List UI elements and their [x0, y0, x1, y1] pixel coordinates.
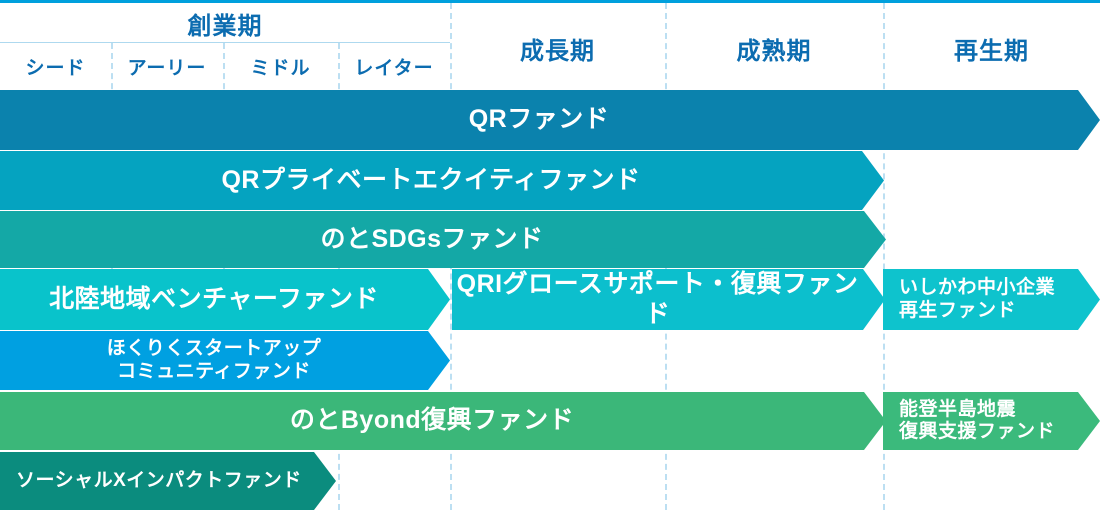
- fund-bar-noto-byond-reconstruction-fund[interactable]: のとByond復興ファンド: [0, 392, 886, 450]
- fund-bar-label: ソーシャルXインパクトファンド: [16, 469, 302, 491]
- stage-column-label-2: ミドル: [250, 58, 311, 79]
- fund-bar-noto-sdgs-fund[interactable]: のとSDGsファンド: [0, 211, 886, 268]
- fund-bar-label: いしかわ中小企業 再生ファンド: [899, 277, 1056, 321]
- column-divider-5: [883, 3, 885, 510]
- fund-bar-qri-growth-support-reconstruction-fund[interactable]: QRIグロースサポート・復興ファンド: [452, 269, 885, 330]
- stage-column-label-0: シード: [25, 58, 86, 79]
- fund-bar-label: QRプライベートエクイティファンド: [221, 165, 641, 194]
- fund-bar-label: QRファンド: [468, 105, 610, 134]
- stage-column-label-3: レイター: [354, 58, 434, 79]
- fund-bar-noto-peninsula-earthquake-recovery-support-fund[interactable]: 能登半島地震 復興支援ファンド: [883, 392, 1100, 450]
- stage-group-label-0: 創業期: [187, 13, 263, 40]
- stage-column-label-1: アーリー: [127, 58, 207, 79]
- top-accent-rule: [0, 0, 1100, 3]
- fund-bar-label: ほくりくスタートアップ コミュニティファンド: [106, 338, 322, 382]
- fund-bar-label: 北陸地域ベンチャーファンド: [49, 284, 379, 313]
- fund-bar-label: 能登半島地震 復興支援ファンド: [899, 398, 1056, 442]
- fund-bar-qr-private-equity-fund[interactable]: QRプライベートエクイティファンド: [0, 151, 884, 210]
- fund-bar-qr-fund[interactable]: QRファンド: [0, 90, 1100, 150]
- founding-group-underline: [0, 42, 450, 43]
- fund-bar-label: QRIグロースサポート・復興ファンド: [456, 270, 859, 328]
- stage-column-label-5: 成熟期: [736, 37, 812, 65]
- fund-bar-hokuriku-regional-venture-fund[interactable]: 北陸地域ベンチャーファンド: [0, 269, 450, 330]
- fund-bar-label: のとSDGsファンド: [320, 224, 544, 253]
- stage-column-label-6: 再生期: [954, 37, 1029, 65]
- fund-bar-hokuriku-startup-community-fund[interactable]: ほくりくスタートアップ コミュニティファンド: [0, 331, 450, 390]
- fund-bar-social-x-impact-fund[interactable]: ソーシャルXインパクトファンド: [0, 452, 336, 510]
- fund-bar-label: のとByond復興ファンド: [289, 406, 575, 435]
- fund-bar-ishikawa-sme-revitalization-fund[interactable]: いしかわ中小企業 再生ファンド: [883, 269, 1100, 330]
- stage-column-label-4: 成長期: [520, 37, 595, 65]
